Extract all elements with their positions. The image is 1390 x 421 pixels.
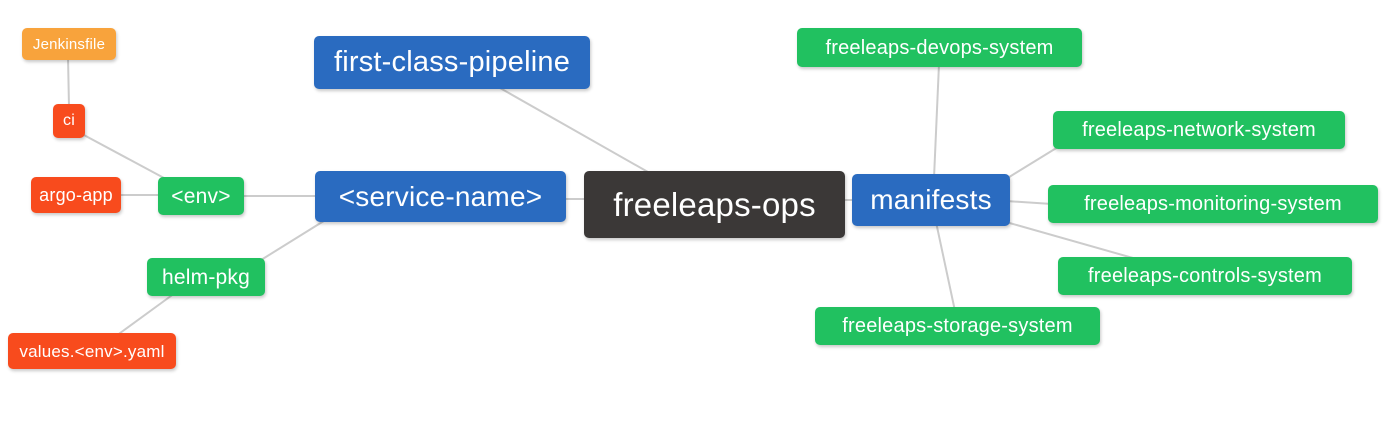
edge-manifests-to-devops-system xyxy=(933,63,940,179)
node-helm-pkg[interactable]: helm-pkg xyxy=(147,258,265,296)
node-env[interactable]: <env> xyxy=(158,177,244,215)
node-freeleaps-ops[interactable]: freeleaps-ops xyxy=(584,171,845,238)
edge-service-name-to-helm-pkg xyxy=(260,218,328,261)
edge-ci-to-env xyxy=(81,133,165,179)
node-argo-app[interactable]: argo-app xyxy=(31,177,121,213)
node-values-env-yaml[interactable]: values.<env>.yaml xyxy=(8,333,176,369)
node-service-name[interactable]: <service-name> xyxy=(315,171,566,222)
edge-manifests-to-monitoring-system xyxy=(1005,200,1053,205)
node-network-system[interactable]: freeleaps-network-system xyxy=(1053,111,1345,149)
node-storage-system[interactable]: freeleaps-storage-system xyxy=(815,307,1100,345)
edge-manifests-to-controls-system xyxy=(1005,221,1141,261)
node-manifests[interactable]: manifests xyxy=(852,174,1010,226)
node-monitoring-system[interactable]: freeleaps-monitoring-system xyxy=(1048,185,1378,223)
node-first-class-pipeline[interactable]: first-class-pipeline xyxy=(314,36,590,89)
node-controls-system[interactable]: freeleaps-controls-system xyxy=(1058,257,1352,295)
edge-first-class-pipeline-to-freeleaps-ops xyxy=(499,87,656,177)
node-devops-system[interactable]: freeleaps-devops-system xyxy=(797,28,1082,67)
edge-helm-pkg-to-values-env-yaml xyxy=(115,292,176,337)
node-jenkinsfile[interactable]: Jenkinsfile xyxy=(22,28,116,60)
edge-manifests-to-storage-system xyxy=(935,221,956,312)
edge-jenkinsfile-to-ci xyxy=(67,56,70,108)
node-ci[interactable]: ci xyxy=(53,104,85,138)
edge-manifests-to-network-system xyxy=(1005,146,1059,180)
